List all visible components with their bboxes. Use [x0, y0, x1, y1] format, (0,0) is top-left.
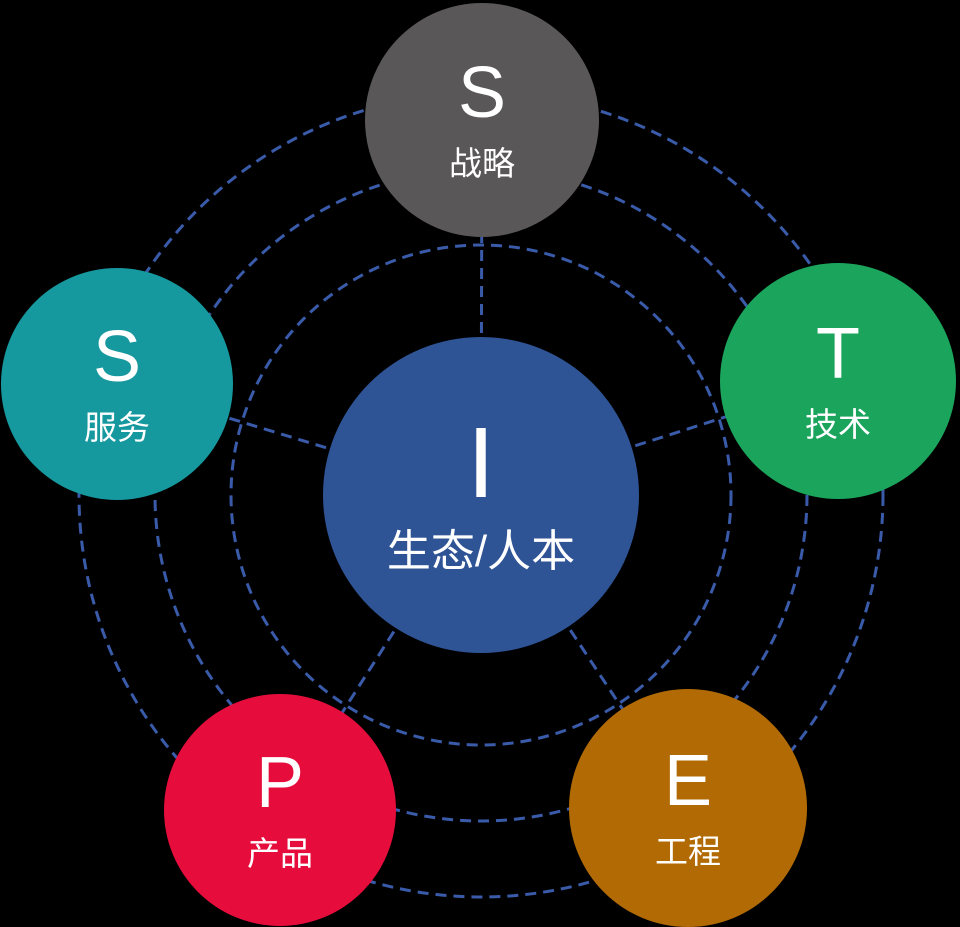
orbit-ring-inner	[229, 243, 733, 747]
service-letter: S	[92, 317, 142, 398]
product-letter: P	[255, 743, 305, 824]
node-engineering: E 工程	[569, 689, 807, 927]
innovation-core-letter: I	[467, 406, 495, 519]
engineering-letter: E	[663, 741, 713, 822]
product-label: 产品	[247, 835, 313, 873]
technology-letter: T	[816, 314, 860, 395]
technology-label: 技术	[805, 406, 871, 444]
node-product: P 产品	[164, 694, 396, 926]
node-technology: T 技术	[720, 263, 956, 499]
node-service: S 服务	[1, 268, 233, 500]
node-innovation-core: I 生态/人本	[323, 337, 639, 653]
strategy-letter: S	[457, 53, 507, 134]
engineering-label: 工程	[655, 833, 721, 871]
innovation-core-label: 生态/人本	[386, 526, 576, 576]
node-strategy: S 战略	[365, 3, 599, 237]
service-label: 服务	[84, 409, 150, 447]
strategy-label: 战略	[449, 145, 515, 183]
